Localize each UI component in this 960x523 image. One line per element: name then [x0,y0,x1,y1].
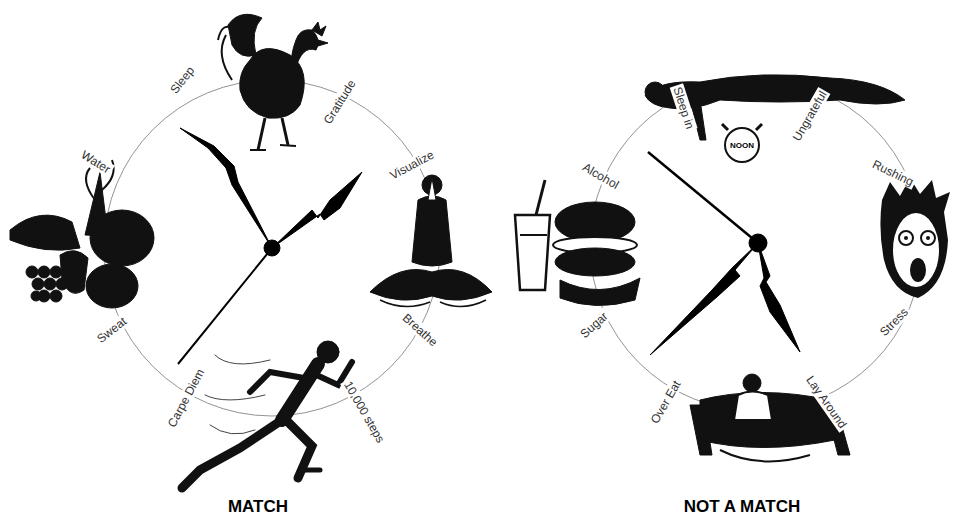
caption-text: MATCH [226,500,290,514]
alarm-clock-text: NOON [730,141,754,150]
clock-label: Stress [876,304,913,341]
clock-hands [178,128,362,364]
clock-label: Rushing [868,156,917,190]
clock-label: Carpe Diem [164,365,208,432]
clock-hands [648,152,800,355]
clock-label: Alcohol [579,159,624,193]
couch-potato-drawing [690,374,850,461]
rooster-drawing [218,14,328,150]
clock-face [590,79,922,411]
clock-face [104,80,440,416]
junk-food-drawing [515,180,640,306]
screaming-face-drawing [880,178,950,298]
clock-label: Over Eat [647,376,685,427]
clock-label: Water [77,147,115,178]
clock-label: Sleep [166,62,198,98]
clock-label: Breathe [398,309,442,350]
healthy-food-drawing [10,160,154,308]
caption-text: NOT A MATCH [682,500,802,514]
clock-label: Gratitude [320,76,360,129]
clock-label: Sugar [576,308,612,343]
clock-label: 10,000 steps [340,377,388,447]
runner-figure [182,341,352,488]
sleeping-person-drawing [645,75,905,162]
meditating-figure [370,175,492,307]
